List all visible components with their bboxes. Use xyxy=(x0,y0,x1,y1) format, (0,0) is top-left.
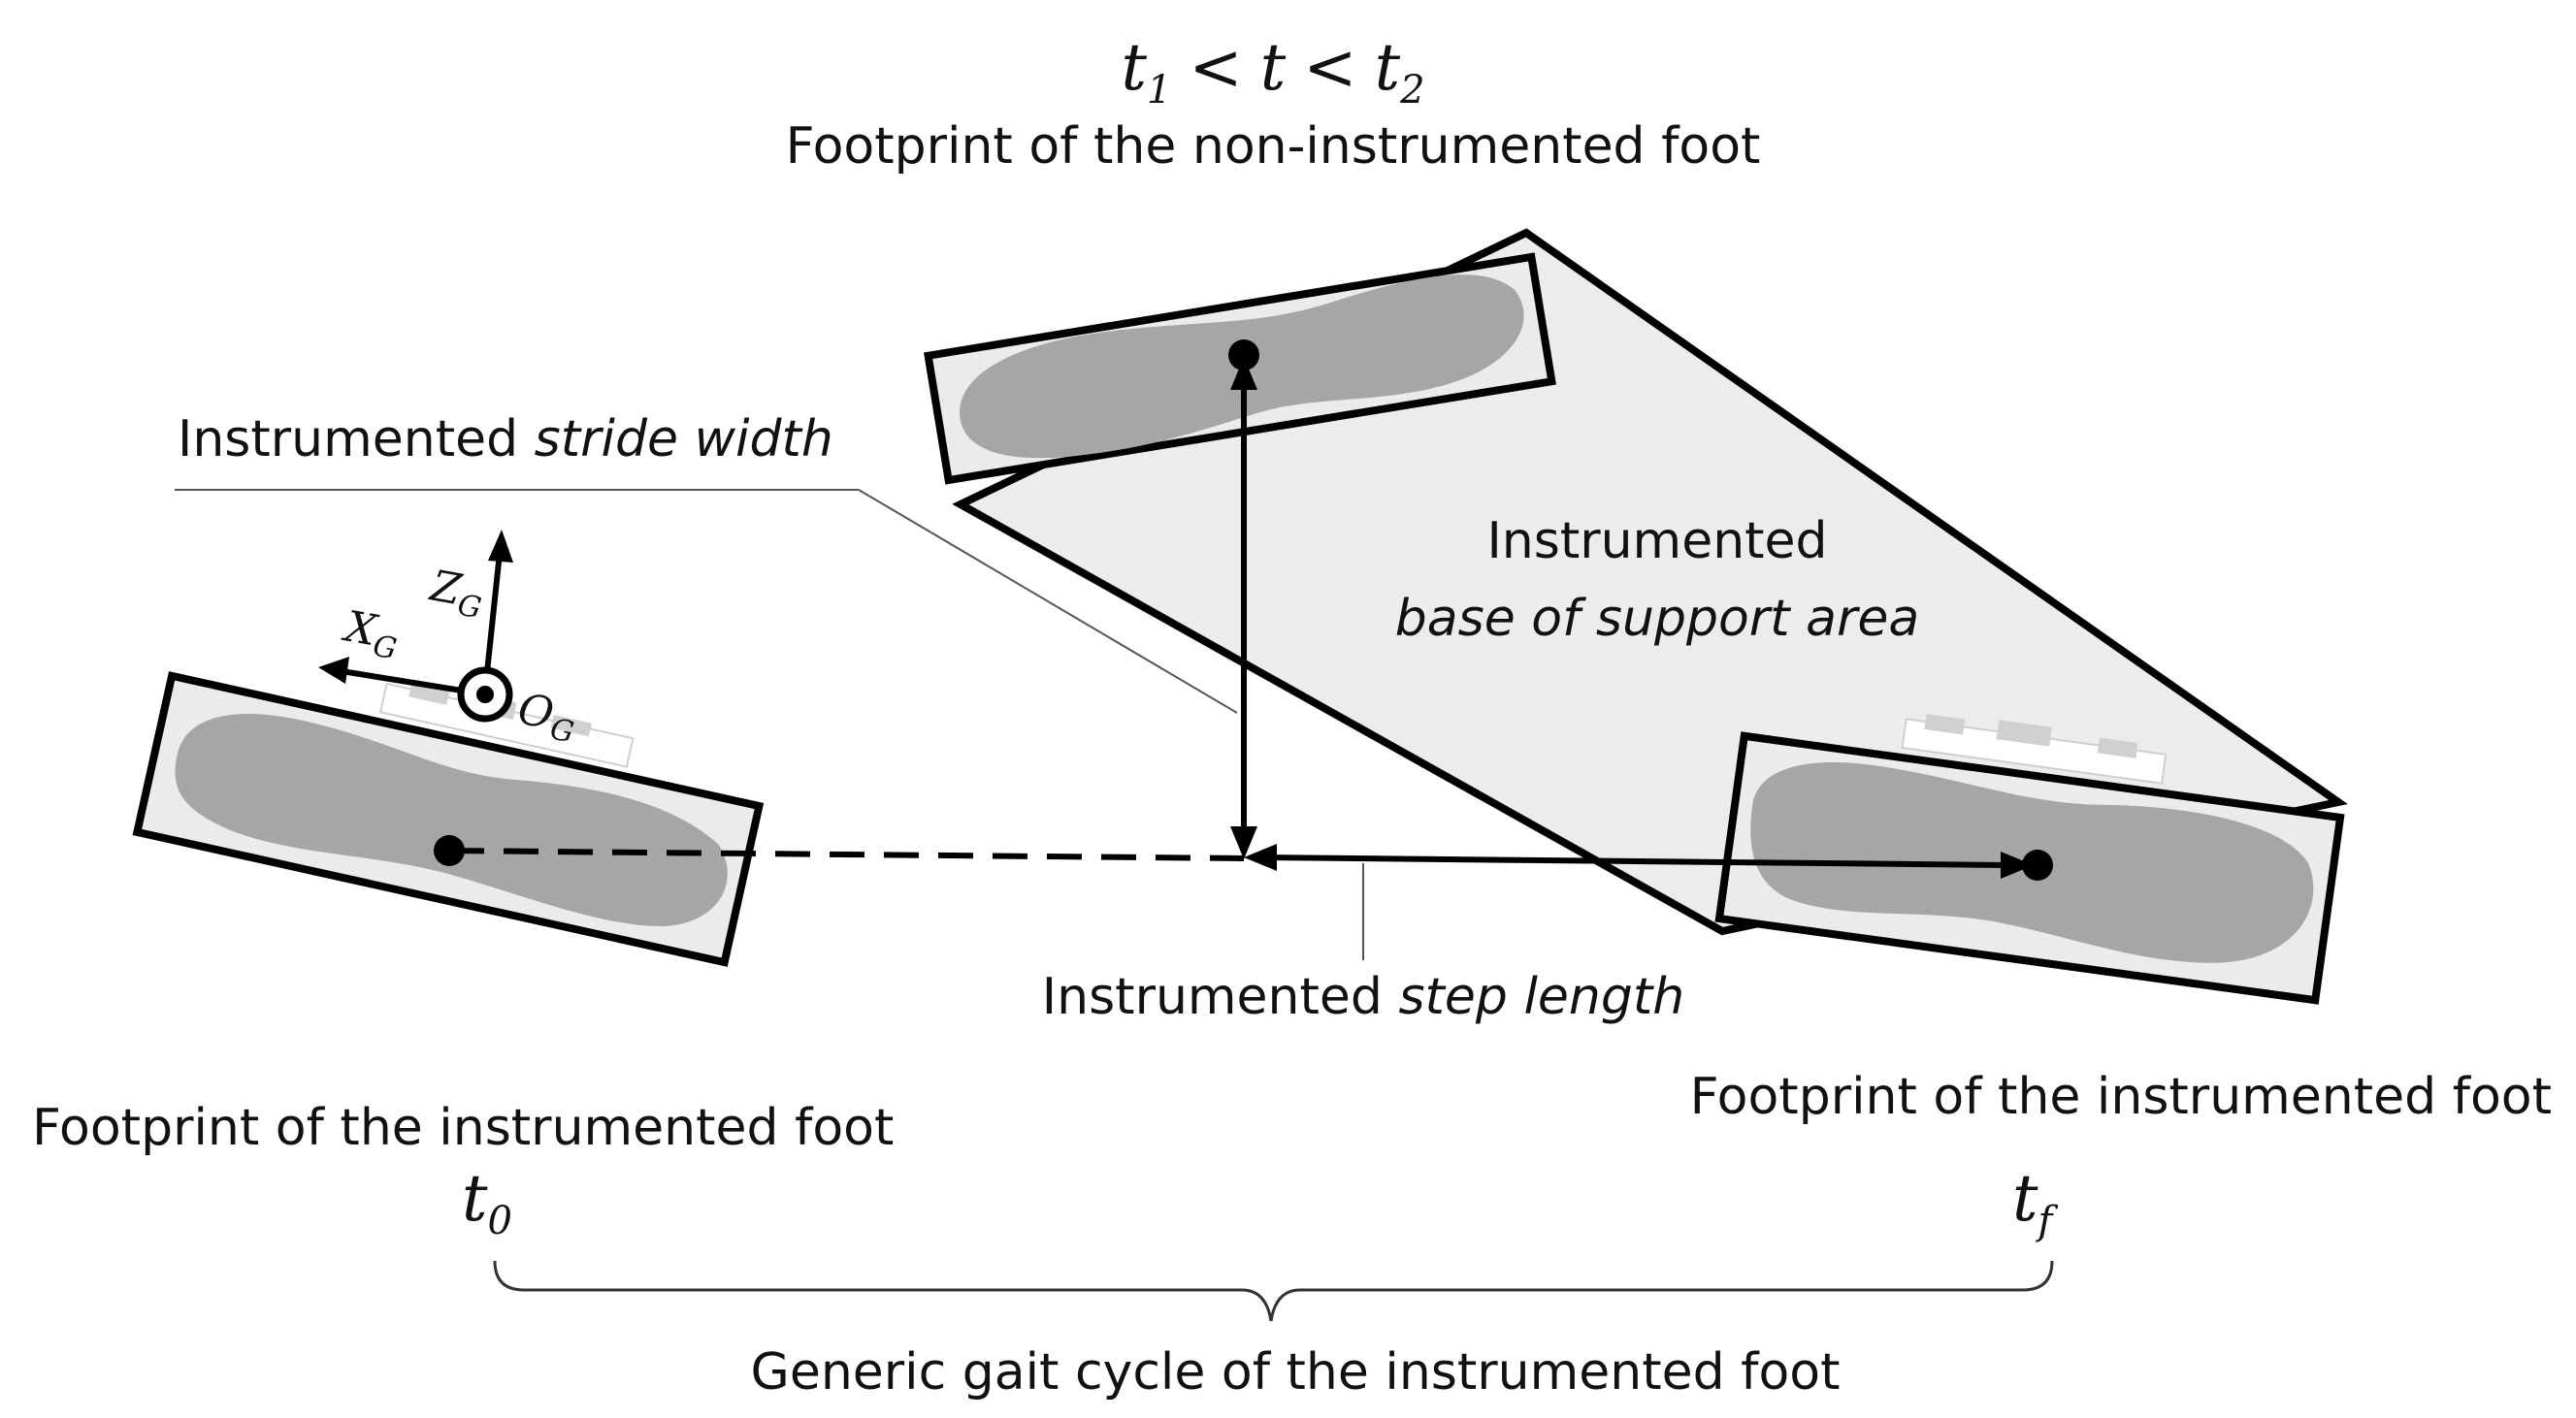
step-length-arrow xyxy=(1260,854,2009,868)
footprint-instrumented-right-group xyxy=(1714,714,2345,1005)
footprint-shape-instrumented-left xyxy=(175,714,728,927)
bos-label-line1: Instrumented xyxy=(1486,512,1827,570)
t0-label-main: t xyxy=(462,1161,488,1236)
tf-label-main: t xyxy=(2012,1161,2038,1236)
bos-label-line2: base of support area xyxy=(1395,590,1919,648)
stride-width-arrowhead-top xyxy=(1230,357,1257,390)
z-axis-label: ZG xyxy=(424,561,488,626)
top-time-lt2: < xyxy=(1303,30,1356,105)
sensor-right-block-1 xyxy=(1924,714,1966,735)
dashed-progression-line xyxy=(448,848,1245,861)
footprint-instrumented-left-group xyxy=(132,671,765,967)
footprint-non-instrumented-label: Footprint of the non-instrumented foot xyxy=(786,117,1761,176)
x-axis-arrowhead xyxy=(318,657,349,684)
sensor-left-block-3 xyxy=(550,714,592,737)
origin-label-main: O xyxy=(514,685,557,739)
top-time-t: t xyxy=(1260,30,1287,105)
origin-label-sub: G xyxy=(547,713,576,751)
x-axis-line xyxy=(341,668,463,693)
x-axis-label: XG xyxy=(338,601,403,666)
origin-label: OG xyxy=(513,685,580,751)
gait-cycle-label: Generic gait cycle of the instrumented f… xyxy=(751,1343,1841,1402)
z-axis-arrowhead xyxy=(488,530,513,563)
top-time-t2-sub: 2 xyxy=(1399,68,1424,113)
footprint-instrumented-left-label: Footprint of the instrumented foot xyxy=(32,1099,894,1157)
top-time-lt1: < xyxy=(1189,30,1242,105)
footprint-instrumented-right-label: Footprint of the instrumented foot xyxy=(1690,1068,2552,1126)
stride-width-arrowhead-bottom xyxy=(1230,826,1257,859)
top-time-t2: t xyxy=(1375,30,1401,105)
sensor-right-block-2 xyxy=(1996,720,2052,747)
top-time-t1: t xyxy=(1121,30,1147,105)
step-length-arrowhead-right xyxy=(2001,852,2034,879)
tf-label: tf xyxy=(2012,1161,2059,1243)
top-time-t1-sub: 1 xyxy=(1147,68,1171,113)
stride-width-label-prefix: Instrumented xyxy=(178,410,535,468)
step-length-arrowhead-left xyxy=(1244,844,1277,871)
center-dot-right xyxy=(2022,850,2053,881)
stride-width-label-italic: stride width xyxy=(535,410,833,468)
stride-width-label: Instrumented stride width xyxy=(178,410,833,468)
sensor-right-block-3 xyxy=(2097,737,2138,758)
x-axis-label-sub: G xyxy=(371,629,400,667)
origin-inner-dot xyxy=(476,686,494,703)
step-length-label-prefix: Instrumented xyxy=(1042,968,1399,1026)
gait-cycle-brace xyxy=(493,1260,2054,1322)
center-dot-top xyxy=(1228,339,1259,371)
stride-width-leader-diagonal xyxy=(858,489,1238,714)
center-dot-left xyxy=(434,835,465,866)
step-length-label: Instrumented step length xyxy=(1042,968,1684,1026)
t0-label-sub: 0 xyxy=(488,1199,512,1243)
sensor-left-block-1 xyxy=(408,683,450,705)
t0-label: t0 xyxy=(462,1161,512,1243)
tf-label-sub: f xyxy=(2036,1199,2059,1243)
global-axes xyxy=(318,530,513,723)
top-time-label: t1<t<t2 xyxy=(1121,30,1424,113)
z-axis-label-sub: G xyxy=(455,589,484,627)
step-length-label-italic: step length xyxy=(1398,968,1684,1026)
